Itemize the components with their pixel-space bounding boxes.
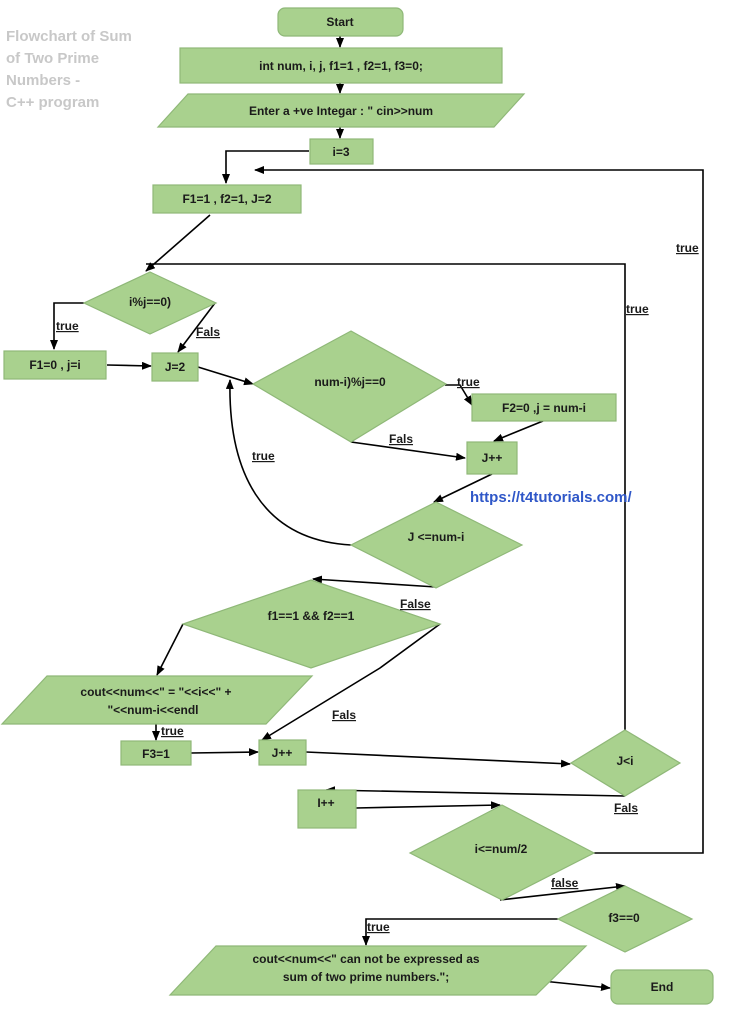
edge-j2-diff xyxy=(197,366,254,386)
j-lt-i-label: J<i xyxy=(616,754,633,768)
f3-check-decision xyxy=(556,885,694,953)
i-inc-process xyxy=(297,789,357,829)
input-label: Enter a +ve Integar : " cin>>num xyxy=(249,104,433,118)
f1-zero-label: F1=0 , j=i xyxy=(29,358,80,372)
edge-f1zero-j2 xyxy=(106,361,152,370)
start-label: Start xyxy=(326,15,353,29)
cout-fail-parallelogram xyxy=(168,945,588,996)
edge-diff-true xyxy=(445,384,473,406)
f-init-process xyxy=(152,184,302,214)
edge-jle-true-loop xyxy=(225,379,352,546)
edge-mod-true xyxy=(50,302,84,350)
j-inc-label-1: J++ xyxy=(482,451,503,465)
label-fals-both: Fals xyxy=(332,708,356,722)
mod-check-label: i%j==0) xyxy=(129,295,171,309)
cout-fail-label-2: sum of two prime numbers."; xyxy=(283,970,449,984)
edge-labels: true true true Fals true Fals true False… xyxy=(56,241,699,934)
j-lt-i-decision xyxy=(569,729,682,797)
edge-iinit-finit xyxy=(222,150,309,184)
label-false-ile: false xyxy=(551,876,579,890)
label-false-both: False xyxy=(400,597,431,611)
diff-mod-decision xyxy=(251,330,448,443)
f2-zero-process xyxy=(471,393,617,422)
i-init-process xyxy=(309,138,374,165)
f1-zero-process xyxy=(3,350,107,380)
edge-jlt-true-loop xyxy=(146,263,626,730)
edge-finit-mod xyxy=(145,214,211,272)
edge-iinc-ile xyxy=(355,801,501,810)
i-inc-label: I++ xyxy=(317,796,334,810)
label-fals-diff: Fals xyxy=(389,432,413,446)
cout-sum-label-2: "<<num-i<<endl xyxy=(107,703,198,717)
both-check-label: f1==1 && f2==1 xyxy=(268,609,355,623)
label-true-loop: true xyxy=(252,449,275,463)
label-true-both: true xyxy=(161,724,184,738)
edge-f3check-true xyxy=(362,918,558,946)
label-fals-jlt: Fals xyxy=(614,801,638,815)
end-terminal xyxy=(610,969,714,1005)
j-inc-label-2: J++ xyxy=(272,746,293,760)
label-fals-mod: Fals xyxy=(196,325,220,339)
declare-label: int num, i, j, f1=1 , f2=1, f3=0; xyxy=(259,59,423,73)
mod-check-decision xyxy=(82,271,218,335)
f3-one-process xyxy=(120,740,192,766)
label-true-inner: true xyxy=(626,302,649,316)
both-check-decision xyxy=(181,579,442,669)
declare-process xyxy=(179,47,503,84)
label-true-f3: true xyxy=(367,920,390,934)
f-init-label: F1=1 , f2=1, J=2 xyxy=(182,192,271,206)
j-le-decision xyxy=(349,501,524,589)
edge-both-true xyxy=(156,623,184,676)
label-true-diff: true xyxy=(457,375,480,389)
side-title: Flowchart of Sum of Two Prime Numbers - … xyxy=(6,28,132,111)
j-two-label: J=2 xyxy=(165,360,186,374)
edge-jlt-iinc xyxy=(325,786,626,797)
cout-fail-label-1: cout<<num<<" can not be expressed as xyxy=(252,952,479,966)
end-label: End xyxy=(651,980,674,994)
input-parallelogram xyxy=(156,93,526,128)
edge-diff-false xyxy=(350,441,466,461)
edge-both-false xyxy=(261,623,441,741)
edge-jinc2-jlt xyxy=(305,751,571,768)
cout-sum-label-1: cout<<num<<" = "<<i<<" + xyxy=(80,685,231,699)
cout-sum-parallelogram xyxy=(0,675,314,725)
edge-jinc-jle xyxy=(433,473,493,503)
edge-mod-false xyxy=(177,302,216,353)
f3-check-label: f3==0 xyxy=(608,911,640,925)
label-true-outer: true xyxy=(676,241,699,255)
label-true-mod: true xyxy=(56,319,79,333)
edges xyxy=(50,36,704,992)
j-two-process xyxy=(151,352,199,382)
edge-f2zero-jinc xyxy=(493,420,544,442)
nodes: Start int num, i, j, f1=1 , f2=1, f3=0; … xyxy=(0,7,714,1005)
i-le-label: i<=num/2 xyxy=(475,842,528,856)
start-terminal xyxy=(277,7,404,37)
i-le-decision xyxy=(408,804,596,901)
edge-ile-f3check xyxy=(499,883,626,901)
source-link[interactable]: https://t4tutorials.com/ xyxy=(470,489,632,506)
edge-ile-true-loop xyxy=(254,166,704,854)
edge-f3-jinc2 xyxy=(190,748,259,757)
i-init-label: i=3 xyxy=(332,145,349,159)
f3-one-label: F3=1 xyxy=(142,747,170,761)
edge-jle-both xyxy=(312,575,437,588)
diff-mod-label: num-i)%j==0 xyxy=(314,375,386,389)
j-le-label: J <=num-i xyxy=(408,530,465,544)
f2-zero-label: F2=0 ,j = num-i xyxy=(502,401,586,415)
j-inc-process-2 xyxy=(258,739,307,766)
j-inc-process-1 xyxy=(466,441,518,475)
